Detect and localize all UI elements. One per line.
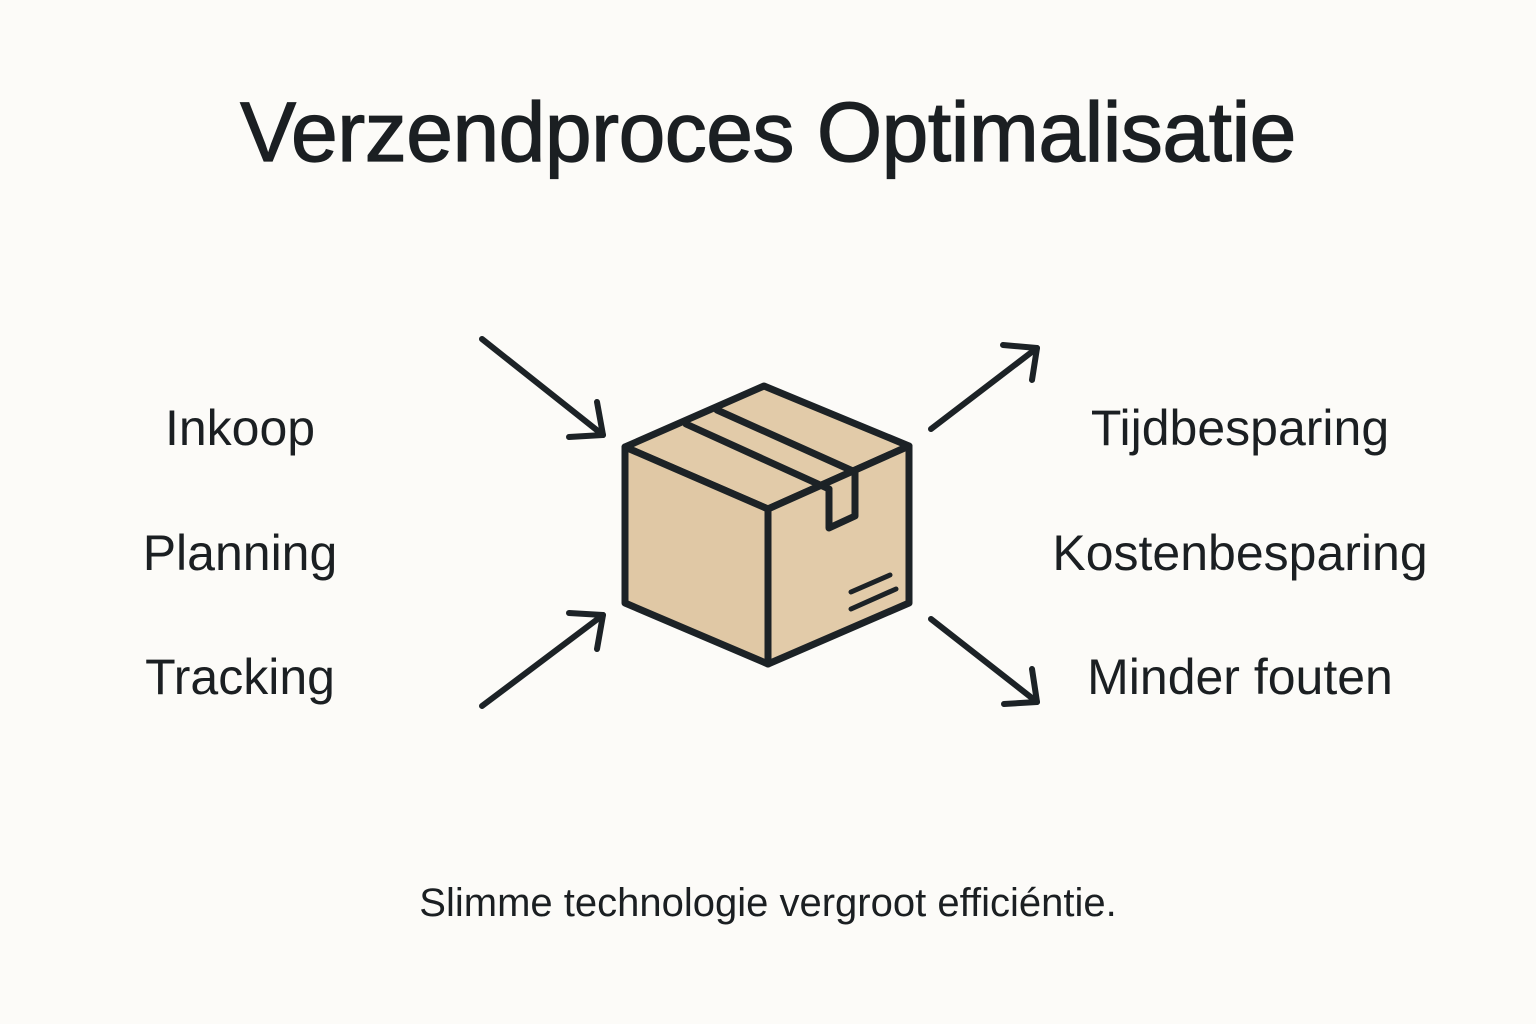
input-label-inkoop: Inkoop [164, 400, 316, 456]
output-label-minder-fouten: Minder fouten [1087, 649, 1393, 705]
arrow-up-right-icon [928, 342, 1040, 432]
input-label-tracking: Tracking [145, 649, 335, 705]
arrow-down-right-icon [479, 336, 606, 440]
diagram-title: Verzendproces Optimalisatie [240, 84, 1297, 179]
output-label-tijdbesparing: Tijdbesparing [1090, 400, 1390, 456]
arrow-down-right-icon [928, 616, 1040, 707]
output-label-kostenbesparing: Kostenbesparing [1052, 525, 1428, 581]
input-label-planning: Planning [142, 525, 338, 581]
arrow-up-right-icon [479, 610, 606, 709]
caption: Slimme technologie vergroot efficiéntie. [419, 881, 1117, 925]
cardboard-box-icon [621, 382, 913, 668]
